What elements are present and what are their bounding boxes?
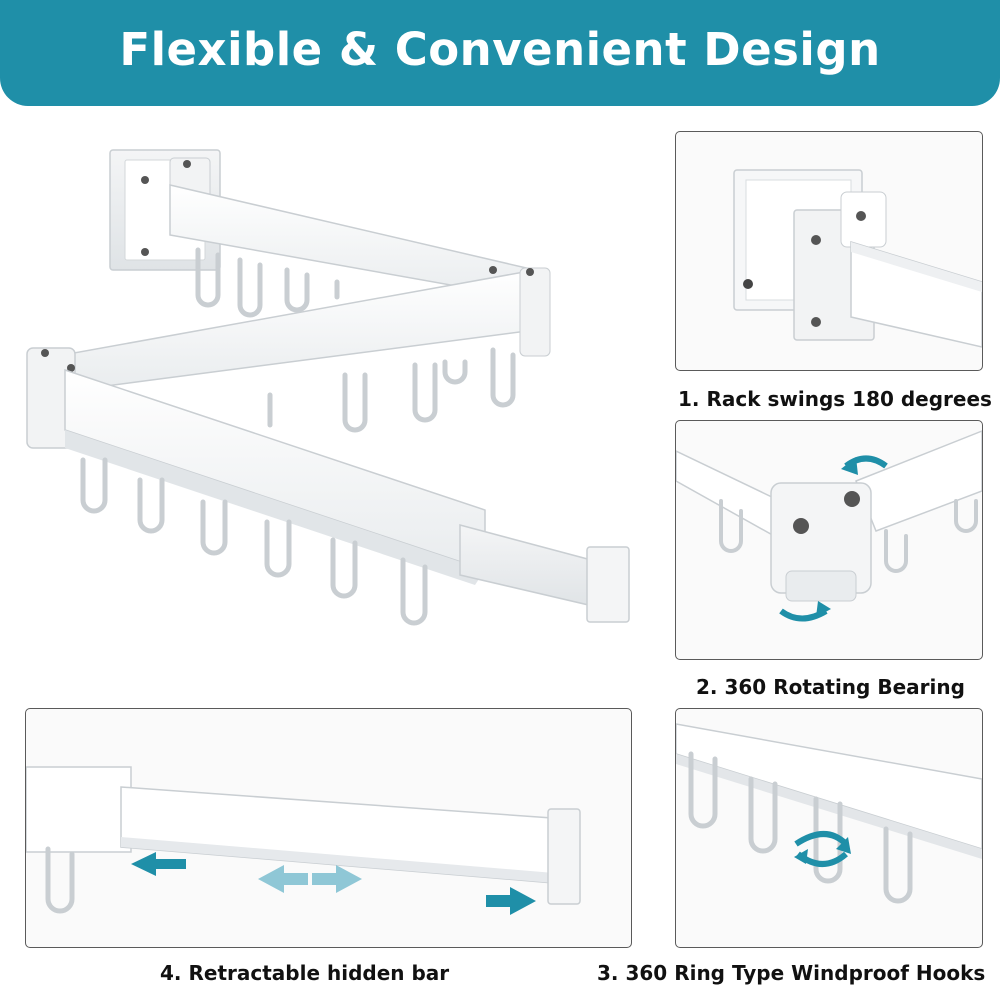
retractable-bar-closeup	[26, 766, 581, 915]
hook-row-upper	[195, 247, 340, 318]
wall-bracket-closeup	[733, 169, 982, 348]
screw-icon	[489, 266, 497, 274]
screw-icon	[856, 211, 866, 221]
rack-arm-front	[64, 368, 486, 572]
panel-windproof-hooks	[675, 708, 983, 948]
panel-rotating-bearing	[675, 420, 983, 660]
screw-icon	[183, 160, 191, 168]
screw-icon	[141, 176, 149, 184]
slide-arrow-icon	[258, 865, 362, 893]
panel-retractable-bar	[25, 708, 632, 948]
end-cap	[547, 808, 581, 905]
screw-icon	[811, 235, 821, 245]
slide-arrow-icon	[486, 887, 536, 915]
slide-arrow-icon	[131, 852, 186, 876]
bearing-closeup	[676, 430, 982, 622]
panel-rack-swings	[675, 131, 983, 371]
folding-rack-illustration	[26, 149, 630, 626]
header-banner: Flexible & Convenient Design	[0, 0, 1000, 106]
screw-icon	[41, 349, 49, 357]
hook-row-front	[80, 457, 428, 626]
hook-row-middle	[267, 347, 516, 433]
screw-icon	[743, 279, 753, 289]
caption-rotating-bearing: 2. 360 Rotating Bearing	[696, 675, 965, 699]
end-cap	[586, 546, 630, 623]
screw-icon	[67, 364, 75, 372]
screw-icon	[811, 317, 821, 327]
caption-rack-swings: 1. Rack swings 180 degrees	[678, 387, 992, 411]
screw-icon	[793, 518, 809, 534]
screw-icon	[141, 248, 149, 256]
caption-windproof-hooks: 3. 360 Ring Type Windproof Hooks	[597, 961, 986, 985]
screw-icon	[844, 491, 860, 507]
screw-icon	[526, 268, 534, 276]
page-title: Flexible & Convenient Design	[119, 23, 881, 76]
rotate-arrow-icon	[794, 831, 849, 847]
caption-retractable-bar: 4. Retractable hidden bar	[160, 961, 450, 985]
hooks-closeup	[676, 723, 982, 904]
